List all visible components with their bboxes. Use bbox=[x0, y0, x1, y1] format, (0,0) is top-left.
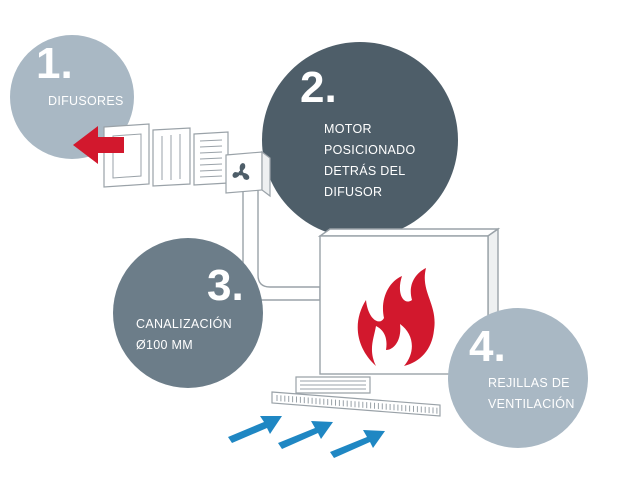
callout-label-2-line: MOTOR bbox=[324, 122, 372, 136]
callout-number-1: 1. bbox=[36, 39, 73, 88]
flame-icon bbox=[357, 268, 435, 366]
motor-box bbox=[225, 150, 271, 198]
callout-label-1: DIFUSORES bbox=[48, 91, 124, 112]
callout-number-4: 4. bbox=[469, 322, 506, 371]
callout-label-3-line: Ø100 MM bbox=[136, 338, 193, 352]
callout-label-2-line: DIFUSOR bbox=[324, 185, 383, 199]
callout-label-1-line: DIFUSORES bbox=[48, 94, 124, 108]
callout-circle-2 bbox=[262, 42, 458, 238]
diffuser-grilles bbox=[103, 123, 229, 188]
callout-label-3-line: CANALIZACIÓN bbox=[136, 317, 232, 331]
callout-label-2-line: DETRÁS DEL bbox=[324, 164, 406, 178]
callout-circle-3 bbox=[113, 238, 263, 388]
bottom-vent bbox=[271, 376, 441, 417]
callout-circle-1 bbox=[10, 35, 134, 159]
callout-label-4: REJILLAS DE VENTILACIÓN bbox=[488, 373, 575, 415]
callout-label-4-line: REJILLAS DE bbox=[488, 376, 570, 390]
callout-circle-4 bbox=[448, 308, 588, 448]
callout-number-2: 2. bbox=[300, 63, 337, 112]
fan-icon bbox=[232, 163, 250, 180]
red-arrow-icon bbox=[73, 126, 124, 164]
blue-arrow-icon bbox=[228, 416, 385, 458]
callout-number-3: 3. bbox=[207, 261, 244, 310]
callout-label-3: CANALIZACIÓN Ø100 MM bbox=[136, 314, 232, 356]
callout-label-4-line: VENTILACIÓN bbox=[488, 397, 575, 411]
callout-label-2-line: POSICIONADO bbox=[324, 143, 416, 157]
callout-label-2: MOTOR POSICIONADO DETRÁS DEL DIFUSOR bbox=[324, 119, 416, 203]
